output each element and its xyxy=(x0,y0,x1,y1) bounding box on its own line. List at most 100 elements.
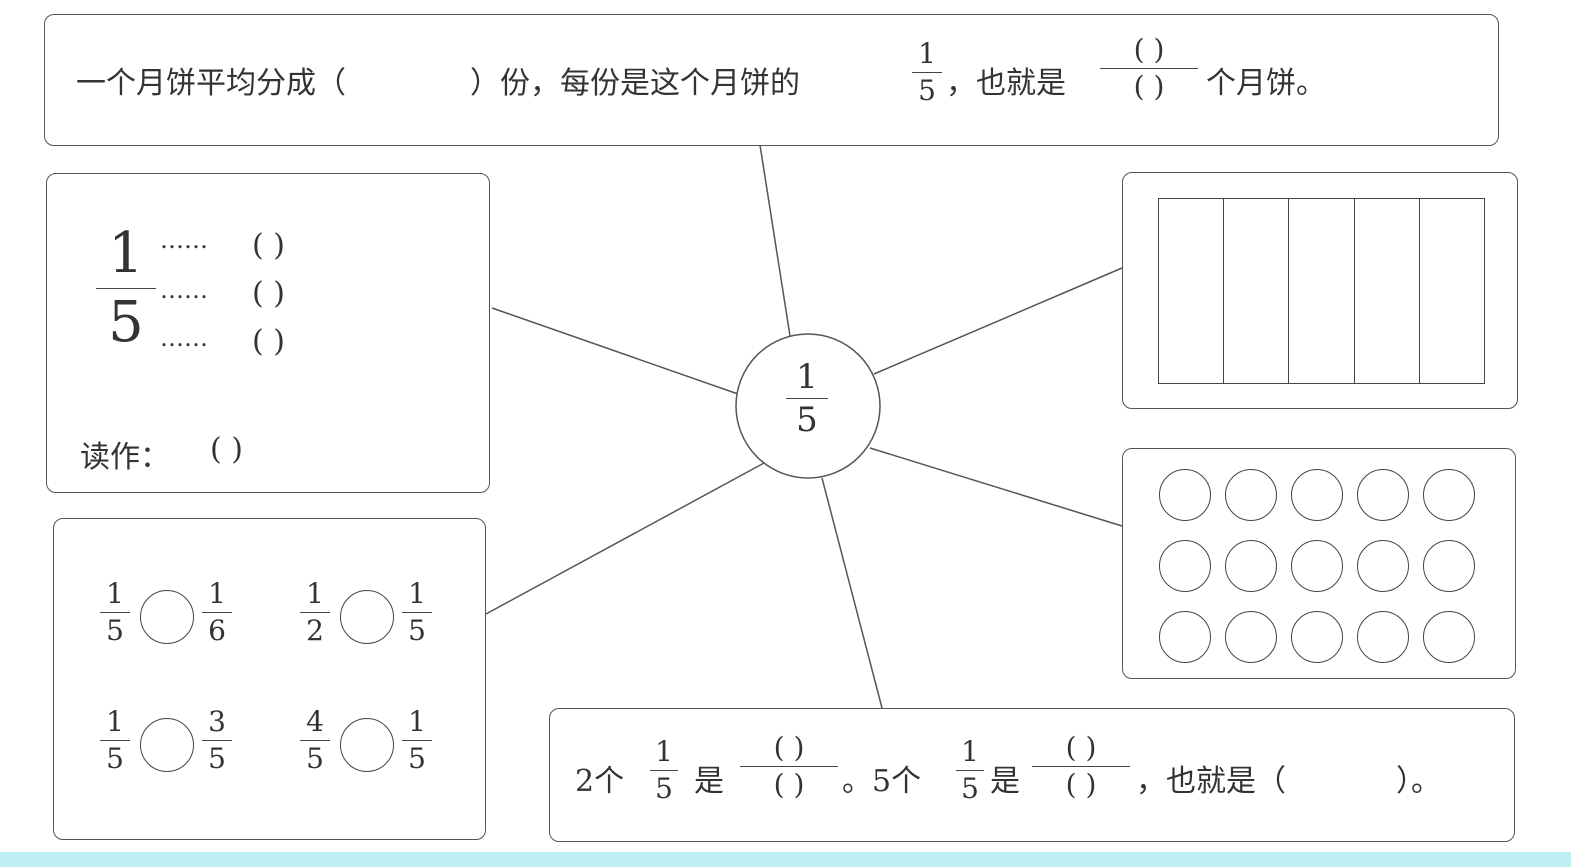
compare-1-left-den: 5 xyxy=(106,614,124,647)
strip-part-1 xyxy=(1158,198,1225,384)
grid-circle-2-5 xyxy=(1423,540,1475,592)
compare-box xyxy=(53,518,486,840)
left-denominator: 5 xyxy=(108,290,144,355)
compare-3-answer-circle[interactable] xyxy=(140,718,194,772)
bottom-blank-fraction-2[interactable]: ( ) ( ) xyxy=(1032,734,1130,799)
bottom-fraction-2: 1 5 xyxy=(956,738,984,803)
grid-circle-2-3 xyxy=(1291,540,1343,592)
grid-circle-1-5 xyxy=(1423,469,1475,521)
grid-circle-2-2 xyxy=(1225,540,1277,592)
spoke-right-top xyxy=(873,267,1123,375)
left-dots-2: …… xyxy=(160,276,208,304)
read-label: 读作： xyxy=(80,440,170,475)
compare-2-right-den: 5 xyxy=(408,614,426,647)
compare-1-left-num: 1 xyxy=(106,577,124,610)
top-fraction: 1 5 xyxy=(912,40,942,105)
compare-3-left-num: 1 xyxy=(106,705,124,738)
bottom-text-2: 是 xyxy=(694,764,724,799)
grid-circle-3-1 xyxy=(1159,611,1211,663)
bottom-text-6: ）。 xyxy=(1396,764,1441,799)
bottom-blank-fraction-1[interactable]: ( ) ( ) xyxy=(740,734,838,799)
compare-3-right-num: 3 xyxy=(208,705,226,738)
grid-circle-1-1 xyxy=(1159,469,1211,521)
bottom-f2-num: 1 xyxy=(961,735,979,768)
bottom-f1-den: 5 xyxy=(655,772,673,805)
compare-3-left-den: 5 xyxy=(106,742,124,775)
left-blank-1[interactable]: ( ) xyxy=(252,228,285,263)
compare-2-answer-circle[interactable] xyxy=(340,590,394,644)
top-text-4: 个月饼。 xyxy=(1206,66,1326,101)
bottom-b2-num[interactable]: ( ) xyxy=(1065,731,1097,764)
top-text-3: ，也就是 xyxy=(946,66,1066,101)
grid-circle-1-3 xyxy=(1291,469,1343,521)
bottom-b1-num[interactable]: ( ) xyxy=(773,731,805,764)
top-text-1: 一个月饼平均分成（ xyxy=(76,66,346,101)
strip-part-2 xyxy=(1223,198,1290,384)
bottom-b2-den[interactable]: ( ) xyxy=(1065,768,1097,801)
compare-1-answer-circle[interactable] xyxy=(140,590,194,644)
left-numerator: 1 xyxy=(108,221,144,286)
compare-4-answer-circle[interactable] xyxy=(340,718,394,772)
top-blank-num[interactable]: ( ) xyxy=(1133,33,1165,66)
read-blank[interactable]: ( ) xyxy=(210,432,243,467)
bottom-box xyxy=(549,708,1515,842)
spoke-left xyxy=(491,307,739,395)
top-box xyxy=(44,14,1499,146)
compare-1-right-num: 1 xyxy=(208,577,226,610)
bottom-text-1: 2个 xyxy=(575,764,625,799)
top-blank-den[interactable]: ( ) xyxy=(1133,70,1165,103)
grid-circle-1-4 xyxy=(1357,469,1409,521)
spoke-right-bottom xyxy=(869,447,1123,527)
bottom-text-5: ，也就是（ xyxy=(1136,764,1286,799)
bottom-text-4: 是 xyxy=(990,764,1020,799)
left-dots-3: …… xyxy=(160,324,208,352)
compare-2-left-num: 1 xyxy=(306,577,324,610)
left-blank-2[interactable]: ( ) xyxy=(252,276,285,311)
spoke-bottom xyxy=(821,477,883,709)
left-fraction: 1 5 xyxy=(96,226,156,351)
compare-2-right-num: 1 xyxy=(408,577,426,610)
bottom-accent-strip xyxy=(0,852,1571,867)
compare-2-left-den: 2 xyxy=(306,614,324,647)
top-frac-den: 5 xyxy=(918,74,936,107)
center-numerator: 1 xyxy=(796,357,818,397)
compare-1-right-den: 6 xyxy=(208,614,226,647)
bottom-f2-den: 5 xyxy=(961,772,979,805)
top-frac-num: 1 xyxy=(918,37,936,70)
strip-box xyxy=(1122,172,1518,409)
spoke-bottom-left xyxy=(485,462,765,615)
top-blank-fraction[interactable]: ( ) ( ) xyxy=(1100,36,1198,101)
grid-circle-3-2 xyxy=(1225,611,1277,663)
grid-circle-3-3 xyxy=(1291,611,1343,663)
compare-4-right-num: 1 xyxy=(408,705,426,738)
strip-part-3 xyxy=(1288,198,1355,384)
strip-part-5 xyxy=(1418,198,1485,384)
grid-circle-2-1 xyxy=(1159,540,1211,592)
spoke-top xyxy=(759,144,791,337)
grid-circle-3-5 xyxy=(1423,611,1475,663)
center-circle xyxy=(735,333,881,479)
compare-4-left-den: 5 xyxy=(306,742,324,775)
strip-part-4 xyxy=(1353,198,1420,384)
grid-circle-2-4 xyxy=(1357,540,1409,592)
bottom-fraction-1: 1 5 xyxy=(650,738,678,803)
bottom-f1-num: 1 xyxy=(655,735,673,768)
bottom-b1-den[interactable]: ( ) xyxy=(773,768,805,801)
compare-4-left-num: 4 xyxy=(306,705,324,738)
grid-circle-1-2 xyxy=(1225,469,1277,521)
left-dots-1: …… xyxy=(160,226,208,254)
left-blank-3[interactable]: ( ) xyxy=(252,324,285,359)
grid-circle-3-4 xyxy=(1357,611,1409,663)
compare-3-right-den: 5 xyxy=(208,742,226,775)
top-text-2: ）份，每份是这个月饼的 xyxy=(470,66,800,101)
center-fraction: 1 5 xyxy=(786,360,828,437)
compare-4-right-den: 5 xyxy=(408,742,426,775)
